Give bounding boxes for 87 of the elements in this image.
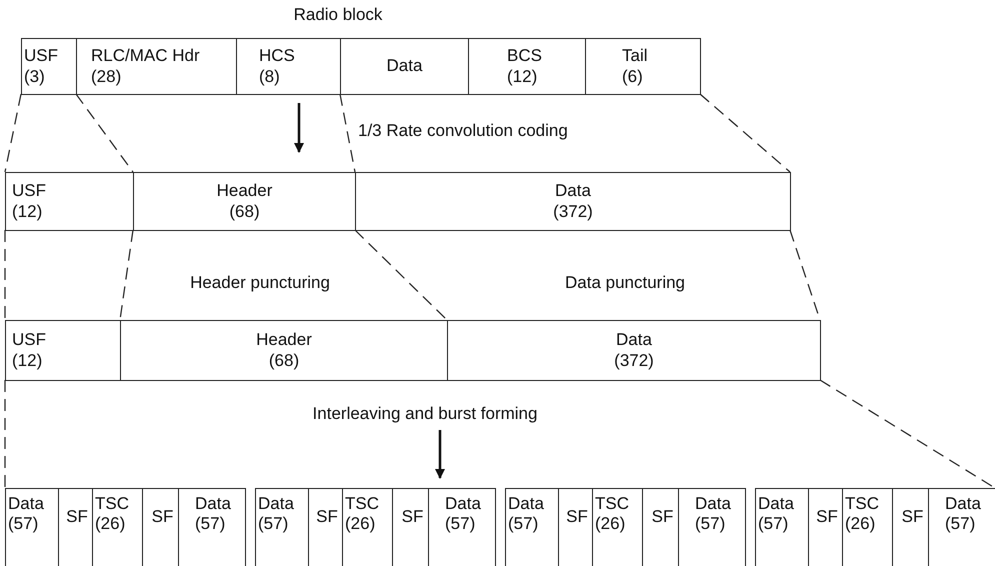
field-cell xyxy=(133,172,356,231)
field-cell xyxy=(678,488,746,566)
bit-count: (68) xyxy=(268,350,300,371)
bit-count: (26) xyxy=(845,514,876,535)
expansion-line xyxy=(820,379,995,489)
expansion-line xyxy=(700,94,790,172)
field-name: TSC xyxy=(95,494,130,514)
field-name: SF xyxy=(65,507,89,528)
field-cell xyxy=(5,320,121,381)
field-cell xyxy=(755,488,809,566)
field-name: SF xyxy=(565,507,589,528)
bit-count: (57) xyxy=(8,514,40,535)
expansion-line xyxy=(354,230,448,320)
field-name: TSC xyxy=(845,494,880,514)
bit-count: (57) xyxy=(445,514,476,535)
field-name: SF xyxy=(650,507,674,528)
field-name: TSC xyxy=(345,494,380,514)
field-name: Data xyxy=(945,494,982,514)
bit-count: (372) xyxy=(552,202,594,222)
field-cell xyxy=(585,38,701,95)
field-name: Data xyxy=(695,494,732,514)
bit-count: (26) xyxy=(595,514,626,535)
field-name: Header xyxy=(255,330,313,350)
field-name: SF xyxy=(400,507,424,528)
field-cell xyxy=(120,320,448,381)
bit-count: (26) xyxy=(345,514,376,535)
field-name: RLC/MAC Hdr xyxy=(91,46,201,66)
bit-count: (57) xyxy=(195,514,226,535)
bit-count: (12) xyxy=(507,66,538,87)
field-name: Data xyxy=(508,494,545,514)
field-cell xyxy=(236,38,341,95)
field-name: Data xyxy=(195,494,232,514)
field-cell xyxy=(21,38,77,95)
field-cell xyxy=(355,172,791,231)
block-title: Radio block xyxy=(294,5,382,25)
bit-count: (57) xyxy=(258,514,290,535)
field-name: Tail xyxy=(622,46,649,66)
bit-count: (57) xyxy=(508,514,540,535)
field-name: Data xyxy=(8,494,45,514)
field-name: Data xyxy=(386,56,424,77)
bit-count: (28) xyxy=(91,66,122,87)
field-name: HCS xyxy=(259,46,296,66)
field-cell xyxy=(76,38,237,95)
bit-count: (68) xyxy=(228,202,261,222)
step-label: Data puncturing xyxy=(564,273,686,293)
field-name: Header xyxy=(216,181,274,202)
field-cell xyxy=(178,488,246,566)
bit-count: (57) xyxy=(695,514,726,535)
field-name: Data xyxy=(615,330,653,350)
expansion-line xyxy=(339,94,356,172)
field-cell xyxy=(5,172,134,231)
field-cell xyxy=(447,320,821,381)
bit-count: (3) xyxy=(24,66,46,87)
bit-count: (372) xyxy=(613,350,655,371)
field-cell xyxy=(505,488,559,566)
step-label: 1/3 Rate convolution coding xyxy=(358,121,568,141)
field-name: USF xyxy=(12,330,47,350)
step-label: Interleaving and burst forming xyxy=(312,404,538,424)
bit-count: (8) xyxy=(259,66,281,87)
expansion-line xyxy=(4,230,6,320)
field-cell xyxy=(468,38,586,95)
field-name: USF xyxy=(24,46,59,66)
field-cell xyxy=(428,488,496,566)
bit-count: (26) xyxy=(95,514,126,535)
field-name: Data xyxy=(258,494,295,514)
field-name: SF xyxy=(315,507,339,528)
field-cell xyxy=(5,488,59,566)
field-name: USF xyxy=(12,181,47,202)
field-name: Data xyxy=(445,494,482,514)
expansion-line xyxy=(4,94,22,172)
expansion-line xyxy=(76,94,134,172)
field-name: BCS xyxy=(507,46,543,66)
field-name: TSC xyxy=(595,494,630,514)
field-cell xyxy=(255,488,309,566)
bit-count: (57) xyxy=(945,514,976,535)
field-name: SF xyxy=(900,507,924,528)
bit-count: (12) xyxy=(12,202,44,222)
step-label: Header puncturing xyxy=(190,273,330,293)
field-cell xyxy=(340,38,469,95)
field-name: Data xyxy=(758,494,795,514)
expansion-line xyxy=(4,380,6,488)
bit-count: (12) xyxy=(12,350,44,371)
field-name: SF xyxy=(150,507,174,528)
bit-count: (6) xyxy=(622,66,644,87)
bit-count: (57) xyxy=(758,514,790,535)
field-name: SF xyxy=(815,507,839,528)
field-name: Data xyxy=(554,181,592,202)
